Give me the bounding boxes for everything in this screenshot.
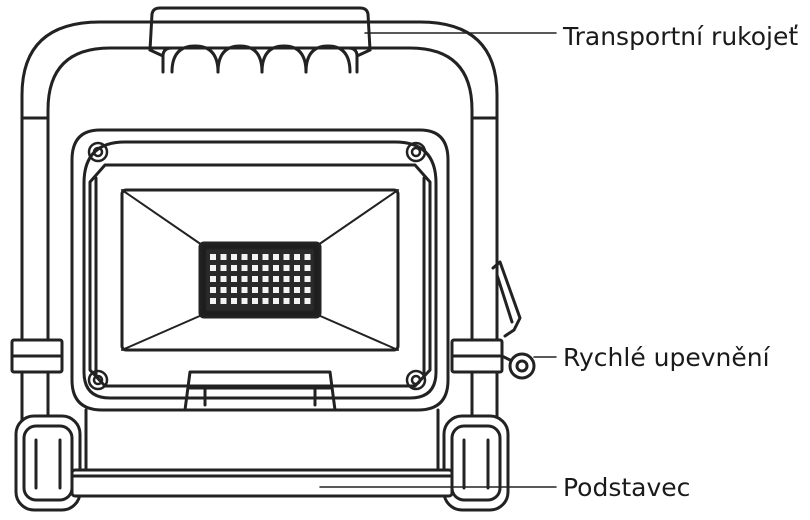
led-chip [220, 265, 227, 271]
led-chip [241, 276, 248, 282]
callout-handle-label: Transportní rukojeť [563, 22, 799, 51]
led-chip [304, 287, 311, 293]
led-chip [304, 298, 311, 304]
led-chip [210, 254, 216, 260]
led-chip [210, 287, 216, 293]
led-chip [210, 276, 216, 282]
led-chip [273, 298, 279, 304]
led-chip [294, 254, 300, 260]
corner-screws [87, 141, 427, 391]
lamp-housing [70, 128, 450, 412]
led-chip [252, 254, 258, 260]
led-chip [283, 298, 290, 304]
led-chip [273, 265, 279, 271]
callout-base-label: Podstavec [563, 473, 691, 502]
callout-leaders [319, 32, 557, 488]
led-chip [262, 298, 269, 304]
led-chip [273, 276, 279, 282]
led-chip [241, 265, 248, 271]
led-chip [283, 287, 290, 293]
led-chip [273, 254, 279, 260]
led-chip [294, 287, 300, 293]
led-chip [262, 287, 269, 293]
led-chip [273, 287, 279, 293]
led-chip [210, 298, 216, 304]
led-chip [231, 265, 237, 271]
led-chip [231, 254, 237, 260]
led-chip [231, 276, 237, 282]
callout-quick-clamp-label: Rychlé upevnění [563, 343, 770, 372]
led-chip [252, 265, 258, 271]
led-chip [262, 265, 269, 271]
led-chip [220, 276, 227, 282]
led-chip [304, 276, 311, 282]
led-chip [241, 287, 248, 293]
led-chip [220, 287, 227, 293]
carry-handle [148, 6, 372, 74]
led-chip [294, 298, 300, 304]
led-chip [231, 287, 237, 293]
led-chip [283, 254, 290, 260]
led-chip [252, 276, 258, 282]
led-chip [252, 298, 258, 304]
led-chip [294, 276, 300, 282]
led-chip [231, 298, 237, 304]
led-chip [262, 254, 269, 260]
led-chip [283, 276, 290, 282]
led-chip [252, 287, 258, 293]
quick-clamp-lever [491, 260, 536, 380]
reflector-lines [121, 189, 399, 351]
led-chip [241, 254, 248, 260]
led-chip [294, 265, 300, 271]
led-panel [198, 241, 322, 319]
led-chip [262, 276, 269, 282]
led-chip [304, 265, 311, 271]
led-chip [220, 298, 227, 304]
led-chip [283, 265, 290, 271]
led-chip [210, 265, 216, 271]
led-chip [304, 254, 311, 260]
led-chip [220, 254, 227, 260]
led-chip [241, 298, 248, 304]
base-stand [70, 408, 454, 498]
